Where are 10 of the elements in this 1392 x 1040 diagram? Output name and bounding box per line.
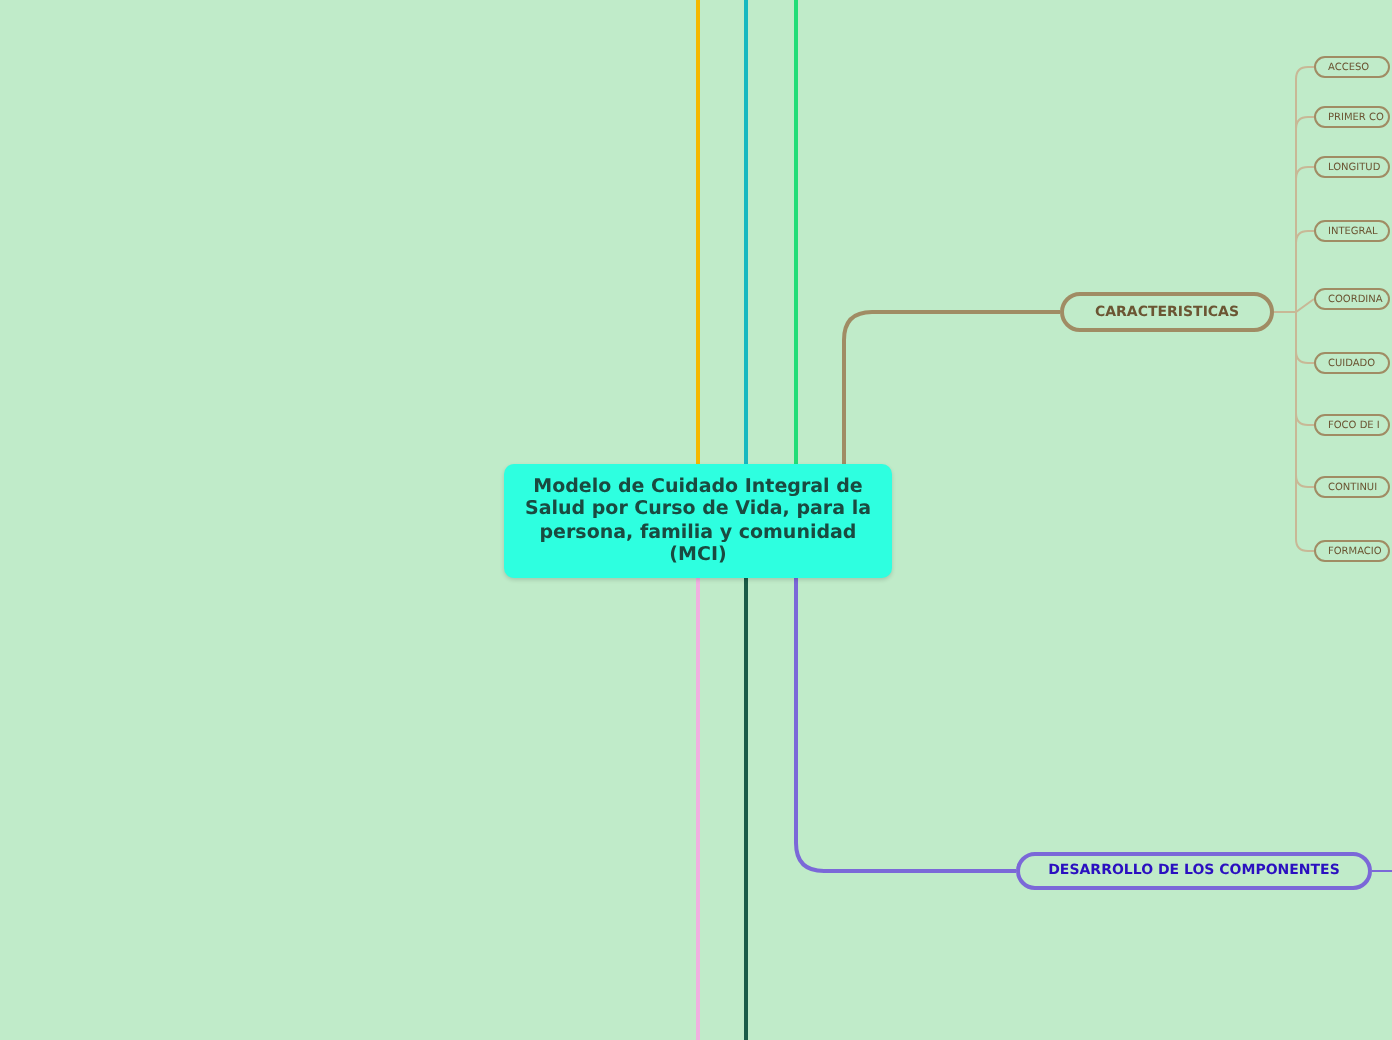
connector-line bbox=[744, 0, 748, 464]
connector-line bbox=[696, 0, 700, 464]
connector-line bbox=[696, 578, 700, 1040]
topic-box: Modelo de Cuidado Integral de Salud por Curso de Vida, para la persona, familia y comunidad (MCI) bbox=[504, 464, 892, 578]
connector-line bbox=[744, 578, 748, 1040]
connector-line bbox=[1273, 311, 1315, 552]
connector-line bbox=[1371, 870, 1392, 872]
connector-line bbox=[794, 0, 798, 464]
connector-line bbox=[794, 578, 1016, 873]
connector-line bbox=[842, 310, 1060, 464]
